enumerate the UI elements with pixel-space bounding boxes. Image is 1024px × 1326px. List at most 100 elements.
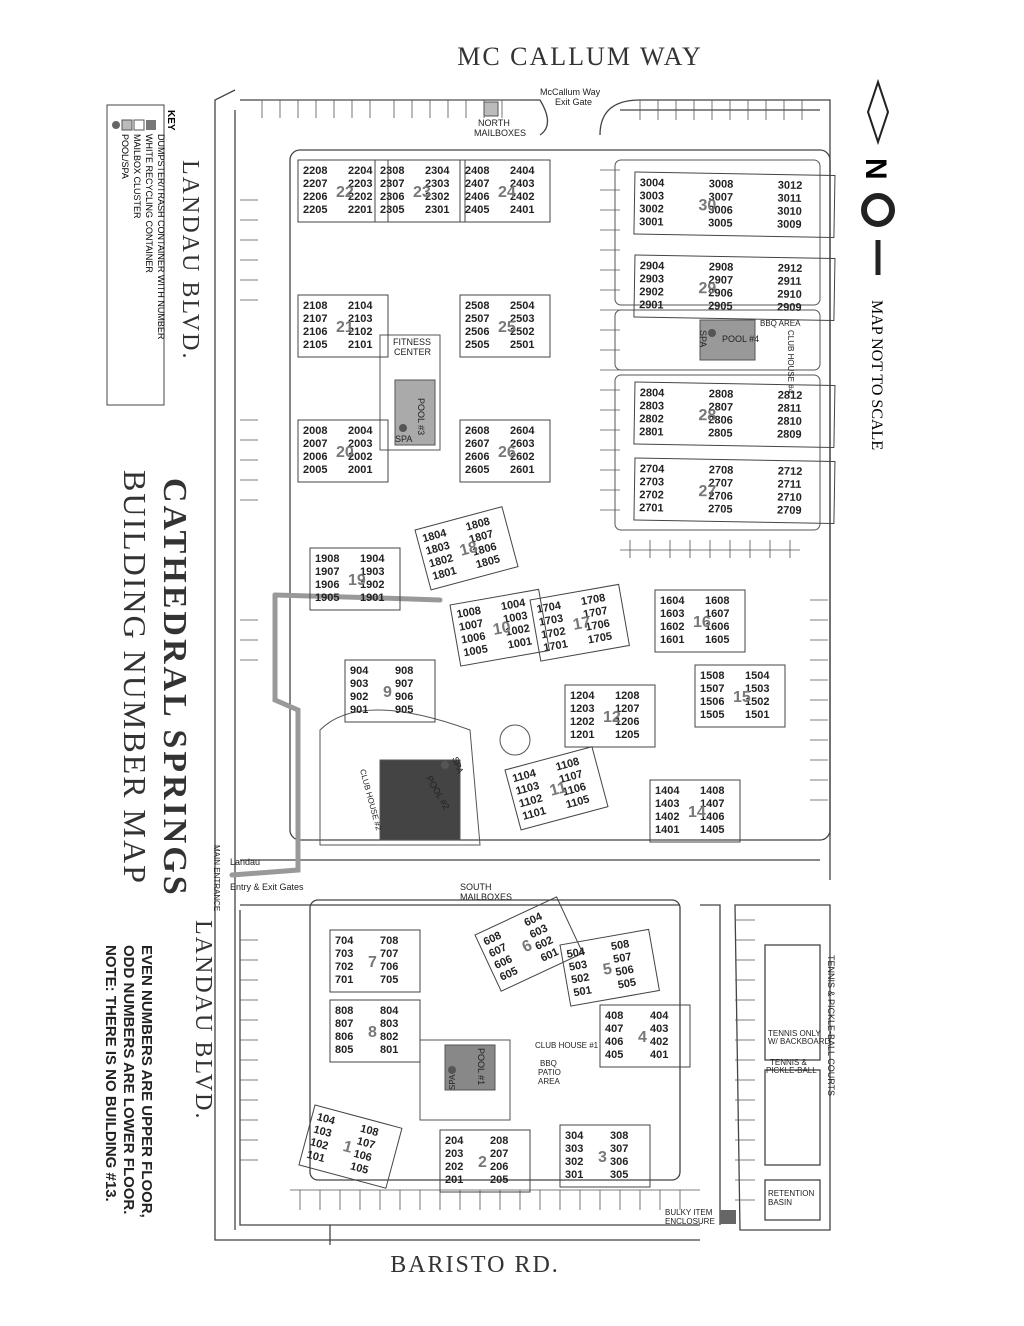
unit-number: 3002 <box>639 203 664 215</box>
mailbox-icon <box>121 119 133 131</box>
unit-number: 106 <box>352 1148 373 1164</box>
unit-number: 3011 <box>777 192 801 204</box>
unit-number: 703 <box>335 948 353 960</box>
unit-number: 2307 <box>380 178 404 190</box>
building-number: 8 <box>368 1024 377 1041</box>
unit-number: 2910 <box>777 288 802 300</box>
unit-number: 305 <box>610 1169 628 1181</box>
building-outline <box>633 457 836 524</box>
bulky-item-icon <box>720 1210 736 1224</box>
unit-number: 2809 <box>777 428 802 440</box>
unit-number: 1405 <box>700 824 724 836</box>
unit-number: 1102 <box>518 792 544 810</box>
unit-number: 2406 <box>465 191 489 203</box>
building-outline <box>633 254 836 321</box>
spa-1-icon <box>448 1066 456 1074</box>
unit-number: 205 <box>490 1174 508 1186</box>
building-outline <box>654 589 746 653</box>
unit-number: 403 <box>650 1023 668 1035</box>
lot-outlines <box>319 159 821 1121</box>
unit-number: 2806 <box>708 414 733 426</box>
unit-number: 2912 <box>778 262 803 274</box>
unit-number: 1007 <box>458 618 484 634</box>
unit-number: 401 <box>650 1049 668 1061</box>
unit-number: 2301 <box>425 204 449 216</box>
unit-number: 1403 <box>655 798 679 810</box>
unit-number: 1905 <box>315 592 339 604</box>
compass-rose-icon <box>861 193 895 227</box>
unit-number: 504 <box>566 946 587 961</box>
unit-number: 2302 <box>425 191 449 203</box>
unit-number: 1408 <box>700 785 724 797</box>
unit-number: 2102 <box>348 326 372 338</box>
label-retention-1: RETENTION <box>768 1189 814 1198</box>
roads <box>214 89 831 1245</box>
unit-number: 2402 <box>510 191 534 203</box>
unit-number: 2811 <box>777 402 801 414</box>
unit-number: 502 <box>570 971 590 986</box>
label-tennis-only-1: TENNIS ONLY <box>768 1029 821 1038</box>
label-spa-3: SPA <box>395 434 412 444</box>
unit-number: 2911 <box>777 275 801 287</box>
unit-number: 1206 <box>615 716 639 728</box>
unit-number: 1107 <box>558 768 584 786</box>
unit-number: 2812 <box>778 389 803 401</box>
building-30: 3004300330023001300830073006300530123011… <box>633 171 836 238</box>
building-number: 26 <box>498 444 516 461</box>
building-number: 24 <box>498 184 516 201</box>
unit-number: 203 <box>445 1148 463 1160</box>
unit-number: 202 <box>445 1161 463 1173</box>
building-number: 4 <box>638 1029 647 1046</box>
unit-number: 2005 <box>303 464 327 476</box>
unit-number: 2103 <box>348 313 372 325</box>
unit-number: 1406 <box>700 811 724 823</box>
building-outline <box>329 999 421 1063</box>
unit-number: 308 <box>610 1130 628 1142</box>
unit-number: 806 <box>335 1031 353 1043</box>
unit-number: 208 <box>490 1135 508 1147</box>
unit-number: 2905 <box>708 300 733 312</box>
unit-number: 1203 <box>570 703 594 715</box>
unit-number: 307 <box>610 1143 628 1155</box>
unit-number: 1208 <box>615 690 639 702</box>
unit-number: 702 <box>335 961 353 973</box>
unit-number: 3012 <box>778 179 803 191</box>
building-outline <box>459 294 551 358</box>
building-number: 11 <box>548 779 569 800</box>
label-bbq-1: BBQ <box>540 1059 557 1068</box>
unit-number: 2505 <box>465 339 489 351</box>
building-number: 22 <box>336 184 354 201</box>
unit-number: 1404 <box>655 785 680 797</box>
unit-number: 1201 <box>570 729 594 741</box>
unit-number: 2405 <box>465 204 489 216</box>
unit-number: 805 <box>335 1044 353 1056</box>
unit-number: 2901 <box>639 299 664 311</box>
building-outline <box>504 746 609 831</box>
unit-number: 3009 <box>777 218 802 230</box>
unit-number: 1902 <box>360 579 384 591</box>
unit-number: 507 <box>612 951 632 966</box>
unit-number: 2801 <box>639 426 664 438</box>
label-north-mailboxes-1: NORTH <box>478 118 510 128</box>
unit-number: 304 <box>565 1130 584 1142</box>
building-outline <box>559 928 660 1007</box>
unit-number: 2408 <box>465 165 489 177</box>
key-recycling: WHITE RECYCLING CONTAINER <box>144 134 154 273</box>
unit-number: 2810 <box>777 415 802 427</box>
unit-number: 1504 <box>745 670 770 682</box>
label-bbq-4: BBQ AREA <box>760 319 801 328</box>
unit-number: 1401 <box>655 824 679 836</box>
unit-number: 101 <box>305 1149 326 1165</box>
unit-number: 2703 <box>639 476 664 488</box>
unit-number: 2108 <box>303 300 327 312</box>
unit-number: 2709 <box>777 504 802 516</box>
unit-number: 2605 <box>465 464 489 476</box>
unit-number: 1906 <box>315 579 339 591</box>
building-number: 18 <box>458 539 480 560</box>
unit-number: 404 <box>650 1010 669 1022</box>
unit-number: 2404 <box>510 165 535 177</box>
